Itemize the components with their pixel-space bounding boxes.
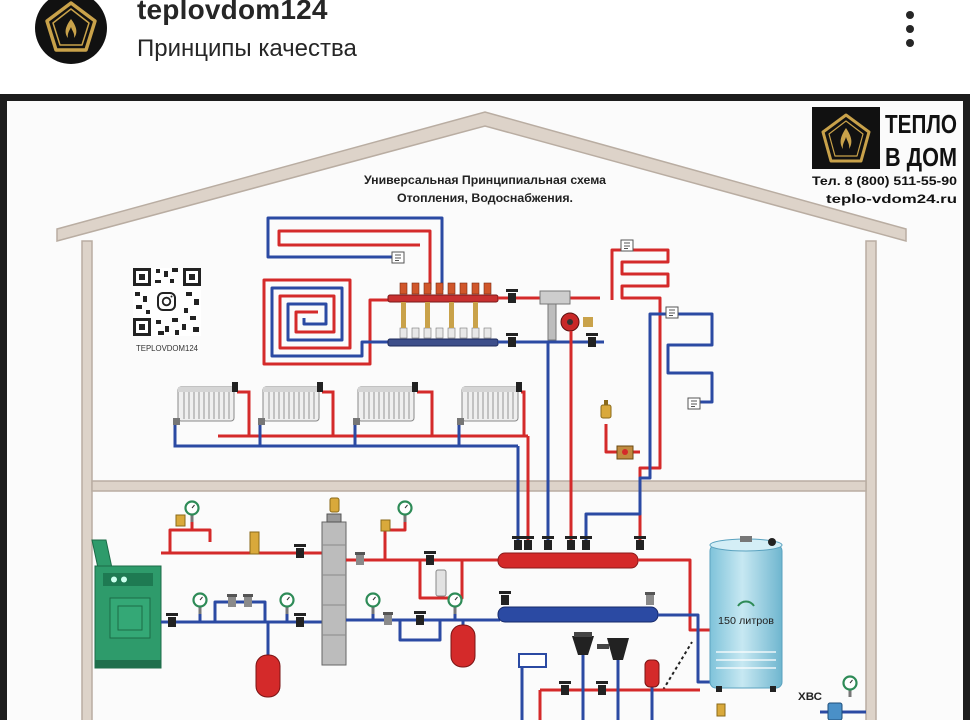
thermostat-wall-loop	[620, 239, 634, 252]
risers	[516, 331, 573, 548]
filter-icon	[597, 638, 629, 660]
safety-valve-icon	[249, 531, 260, 555]
floor-slab	[91, 480, 867, 492]
wall-right	[865, 240, 877, 720]
radiator	[352, 381, 419, 426]
valve-icon	[227, 594, 237, 607]
brand-name-line1: ТЕПЛО	[885, 109, 957, 139]
water-heater-tank: 150 литров	[709, 536, 783, 692]
water-heater-circuit	[638, 558, 710, 691]
filter-icon	[572, 632, 594, 655]
valve-icon	[243, 594, 253, 607]
expansion-tank	[450, 624, 476, 668]
drain-valve-icon	[716, 703, 726, 717]
qr-caption: TEPLOVDOM124	[136, 343, 198, 353]
post-image[interactable]: ТЕПЛО В ДОМ Тел. 8 (800) 511-55-90 teplo…	[0, 94, 970, 720]
brand-name-line2: В ДОМ	[885, 142, 957, 172]
brand-site: teplo-vdom24.ru	[826, 192, 957, 206]
valve-icon	[383, 612, 393, 625]
thermostat-wall-loop	[687, 397, 701, 410]
expansion-tank	[255, 654, 281, 698]
expansion-tank	[644, 659, 660, 688]
underfloor-loop-top	[266, 216, 444, 290]
cold-water-label: ХВС	[798, 691, 822, 703]
diagram-title-line1: Универсальная Принципиальная схема	[364, 175, 607, 187]
mixing-pump-group	[498, 289, 604, 347]
valve-icon	[355, 552, 365, 565]
post-subtitle-link[interactable]: Принципы качества	[137, 35, 357, 62]
wall-left	[81, 240, 93, 720]
air-vent-icon	[329, 497, 340, 513]
radiator	[257, 381, 324, 426]
radiator-circuit	[172, 381, 528, 448]
underfloor-spiral	[262, 278, 392, 366]
more-vertical-icon[interactable]	[898, 6, 922, 52]
filter-icon	[435, 569, 447, 597]
radiator	[172, 381, 239, 426]
instagram-icon	[157, 292, 176, 311]
water-filter-icon	[827, 702, 843, 720]
thermostat-wall-loop	[665, 306, 679, 319]
house-outline	[56, 111, 907, 720]
boiler	[91, 539, 162, 669]
three-way-valve-icon	[616, 445, 634, 460]
thermostat-top-loop	[391, 251, 405, 264]
controller-box	[518, 653, 547, 668]
brand-block: ТЕПЛО В ДОМ Тел. 8 (800) 511-55-90 teplo…	[812, 107, 957, 206]
diagram-title-line2: Отопления, Водоснабжения.	[397, 193, 573, 205]
username-link[interactable]: teplovdom124	[137, 0, 328, 25]
safety-valve-icon	[380, 519, 391, 532]
floor-heating-manifold	[387, 282, 499, 347]
safety-valve-icon	[175, 514, 186, 527]
air-vent-icon	[600, 400, 612, 419]
roof	[56, 111, 907, 242]
brand-phone: Тел. 8 (800) 511-55-90	[812, 174, 957, 188]
avatar[interactable]	[34, 0, 108, 65]
tank-volume-label: 150 литров	[718, 616, 774, 627]
post-header: teplovdom124 Принципы качества	[0, 0, 970, 94]
radiator	[456, 381, 523, 426]
qr-code: TEPLOVDOM124	[133, 268, 201, 353]
hydraulic-separator	[321, 497, 347, 666]
